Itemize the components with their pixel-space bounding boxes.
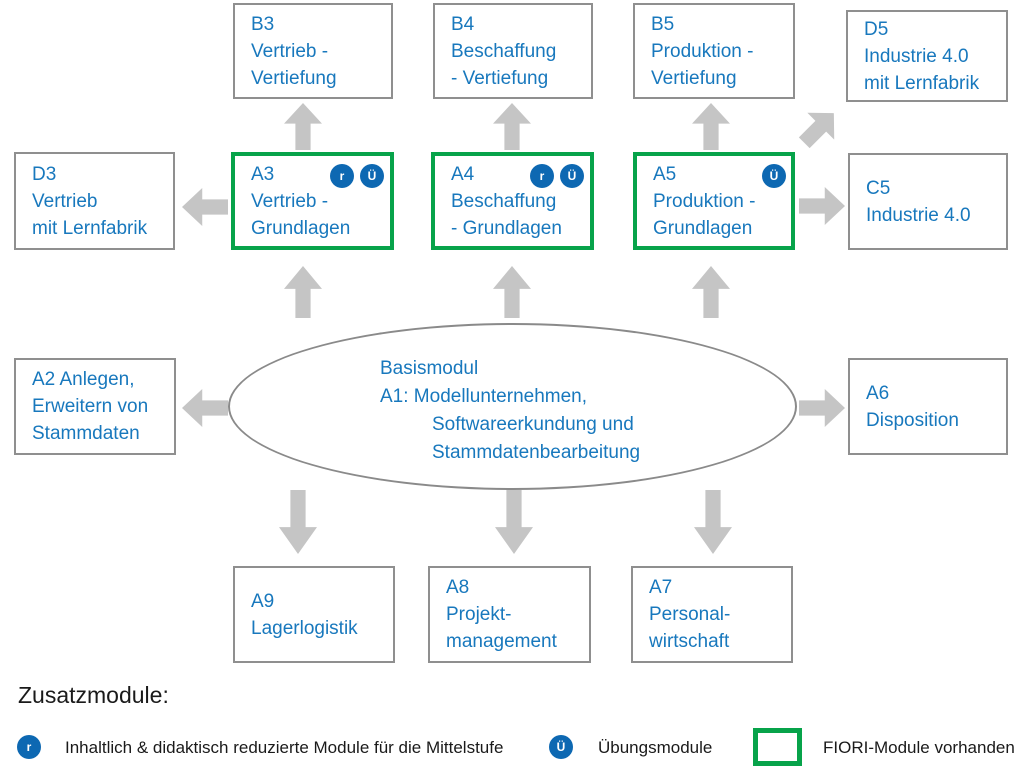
module-line: Stammdaten xyxy=(32,423,140,444)
module-line: D3 xyxy=(32,163,57,185)
module-line: Industrie 4.0 xyxy=(864,45,969,67)
module-line: Vertrieb - xyxy=(251,190,329,212)
legend-label-uebungsmodule: Übungsmodule xyxy=(598,738,713,757)
module-box-a9: A9 Lagerlogistik xyxy=(233,566,395,663)
module-line: Vertiefung xyxy=(651,67,737,89)
uebungs-badge: Ü xyxy=(560,164,584,188)
module-box-a4: A4 Beschaffung - Grundlagen r Ü xyxy=(431,152,594,250)
module-box-b4: B4 Beschaffung - Vertiefung xyxy=(433,3,593,99)
reduced-module-badge: r xyxy=(530,164,554,188)
arrow-a5-to-b5 xyxy=(692,103,730,150)
module-line: B4 xyxy=(451,13,475,35)
module-line: A5 xyxy=(653,163,677,185)
uebungs-badge: Ü xyxy=(762,164,786,188)
module-box-a3: A3 Vertrieb - Grundlagen r Ü xyxy=(231,152,394,250)
module-line: A6 xyxy=(866,382,890,404)
module-line: Erweitern von xyxy=(32,396,149,417)
basismodul-line: A1: Modellunternehmen, xyxy=(380,386,588,407)
basismodul-ellipse xyxy=(228,323,797,490)
module-box-b3: B3 Vertrieb - Vertiefung xyxy=(233,3,393,99)
module-box-b5: B5 Produktion - Vertiefung xyxy=(633,3,795,99)
arrow-a1-to-a8 xyxy=(495,490,533,554)
module-line: Vertiefung xyxy=(251,67,337,89)
module-line: A8 xyxy=(446,577,470,598)
arrow-a1-to-a9 xyxy=(279,490,317,554)
module-box-a8: A8 Projekt- management xyxy=(428,566,591,663)
module-line: A9 xyxy=(251,590,275,612)
basismodul-text: Basismodul A1: Modellunternehmen, Softwa… xyxy=(380,355,640,467)
module-line: Disposition xyxy=(866,409,959,431)
module-line: - Vertiefung xyxy=(451,67,549,89)
reduced-module-badge: r xyxy=(17,735,41,759)
module-line: - Grundlagen xyxy=(451,217,562,239)
module-line: Produktion - xyxy=(651,40,754,62)
module-line: Personal- xyxy=(649,604,731,625)
module-box-d3: D3 Vertrieb mit Lernfabrik xyxy=(14,152,175,250)
module-box-d5: D5 Industrie 4.0 mit Lernfabrik xyxy=(846,10,1008,102)
arrow-a1-to-a4 xyxy=(493,266,531,318)
module-line: mit Lernfabrik xyxy=(864,72,980,94)
arrow-a1-to-a7 xyxy=(694,490,732,554)
module-box-c5: C5 Industrie 4.0 xyxy=(848,153,1008,250)
fiori-green-box-symbol xyxy=(753,728,802,766)
module-line: D5 xyxy=(864,18,889,40)
basismodul-line: Basismodul xyxy=(380,358,479,379)
module-line: A2 Anlegen, xyxy=(32,369,135,390)
module-line: Grundlagen xyxy=(251,217,351,239)
module-line: B5 xyxy=(651,13,675,35)
module-line: Vertrieb - xyxy=(251,40,329,62)
module-line: wirtschaft xyxy=(649,631,730,652)
module-line: management xyxy=(446,631,557,652)
arrow-a4-to-b4 xyxy=(493,103,531,150)
arrow-a1-to-a3 xyxy=(284,266,322,318)
legend-heading: Zusatzmodule: xyxy=(18,682,169,708)
module-line: Beschaffung xyxy=(451,190,557,212)
arrow-a5-to-c5 xyxy=(799,187,845,225)
module-box-a2: A2 Anlegen, Erweitern von Stammdaten xyxy=(14,358,176,455)
arrow-a3-to-d3 xyxy=(182,188,228,226)
arrow-a1-to-a2 xyxy=(182,389,228,427)
uebungs-badge: Ü xyxy=(549,735,573,759)
arrow-a5-to-d5 xyxy=(791,100,848,157)
module-line: A7 xyxy=(649,577,673,598)
module-line: B3 xyxy=(251,13,275,35)
basismodul-line: Stammdatenbearbeitung xyxy=(432,442,641,463)
module-line: A3 xyxy=(251,163,275,185)
module-line: Lagerlogistik xyxy=(251,617,358,639)
module-box-a7: A7 Personal- wirtschaft xyxy=(631,566,793,663)
module-box-a6: A6 Disposition xyxy=(848,358,1008,455)
module-line: mit Lernfabrik xyxy=(32,217,148,239)
arrow-a3-to-b3 xyxy=(284,103,322,150)
module-line: Projekt- xyxy=(446,604,512,625)
module-line: Industrie 4.0 xyxy=(866,204,971,226)
module-line: Produktion - xyxy=(653,190,756,212)
legend-label-fiori: FIORI-Module vorhanden xyxy=(823,738,1015,757)
module-line: C5 xyxy=(866,177,891,199)
arrow-a1-to-a5 xyxy=(692,266,730,318)
module-line: Beschaffung xyxy=(451,40,557,62)
module-box-a5: A5 Produktion - Grundlagen Ü xyxy=(633,152,795,250)
module-line: Grundlagen xyxy=(653,217,753,239)
module-line: A4 xyxy=(451,163,475,185)
reduced-module-badge: r xyxy=(330,164,354,188)
legend-label-reduced: Inhaltlich & didaktisch reduzierte Modul… xyxy=(65,738,504,757)
basismodul-line: Softwareerkundung und xyxy=(432,414,634,435)
uebungs-badge: Ü xyxy=(360,164,384,188)
module-line: Vertrieb xyxy=(32,190,98,212)
arrow-a1-to-a6 xyxy=(799,389,845,427)
